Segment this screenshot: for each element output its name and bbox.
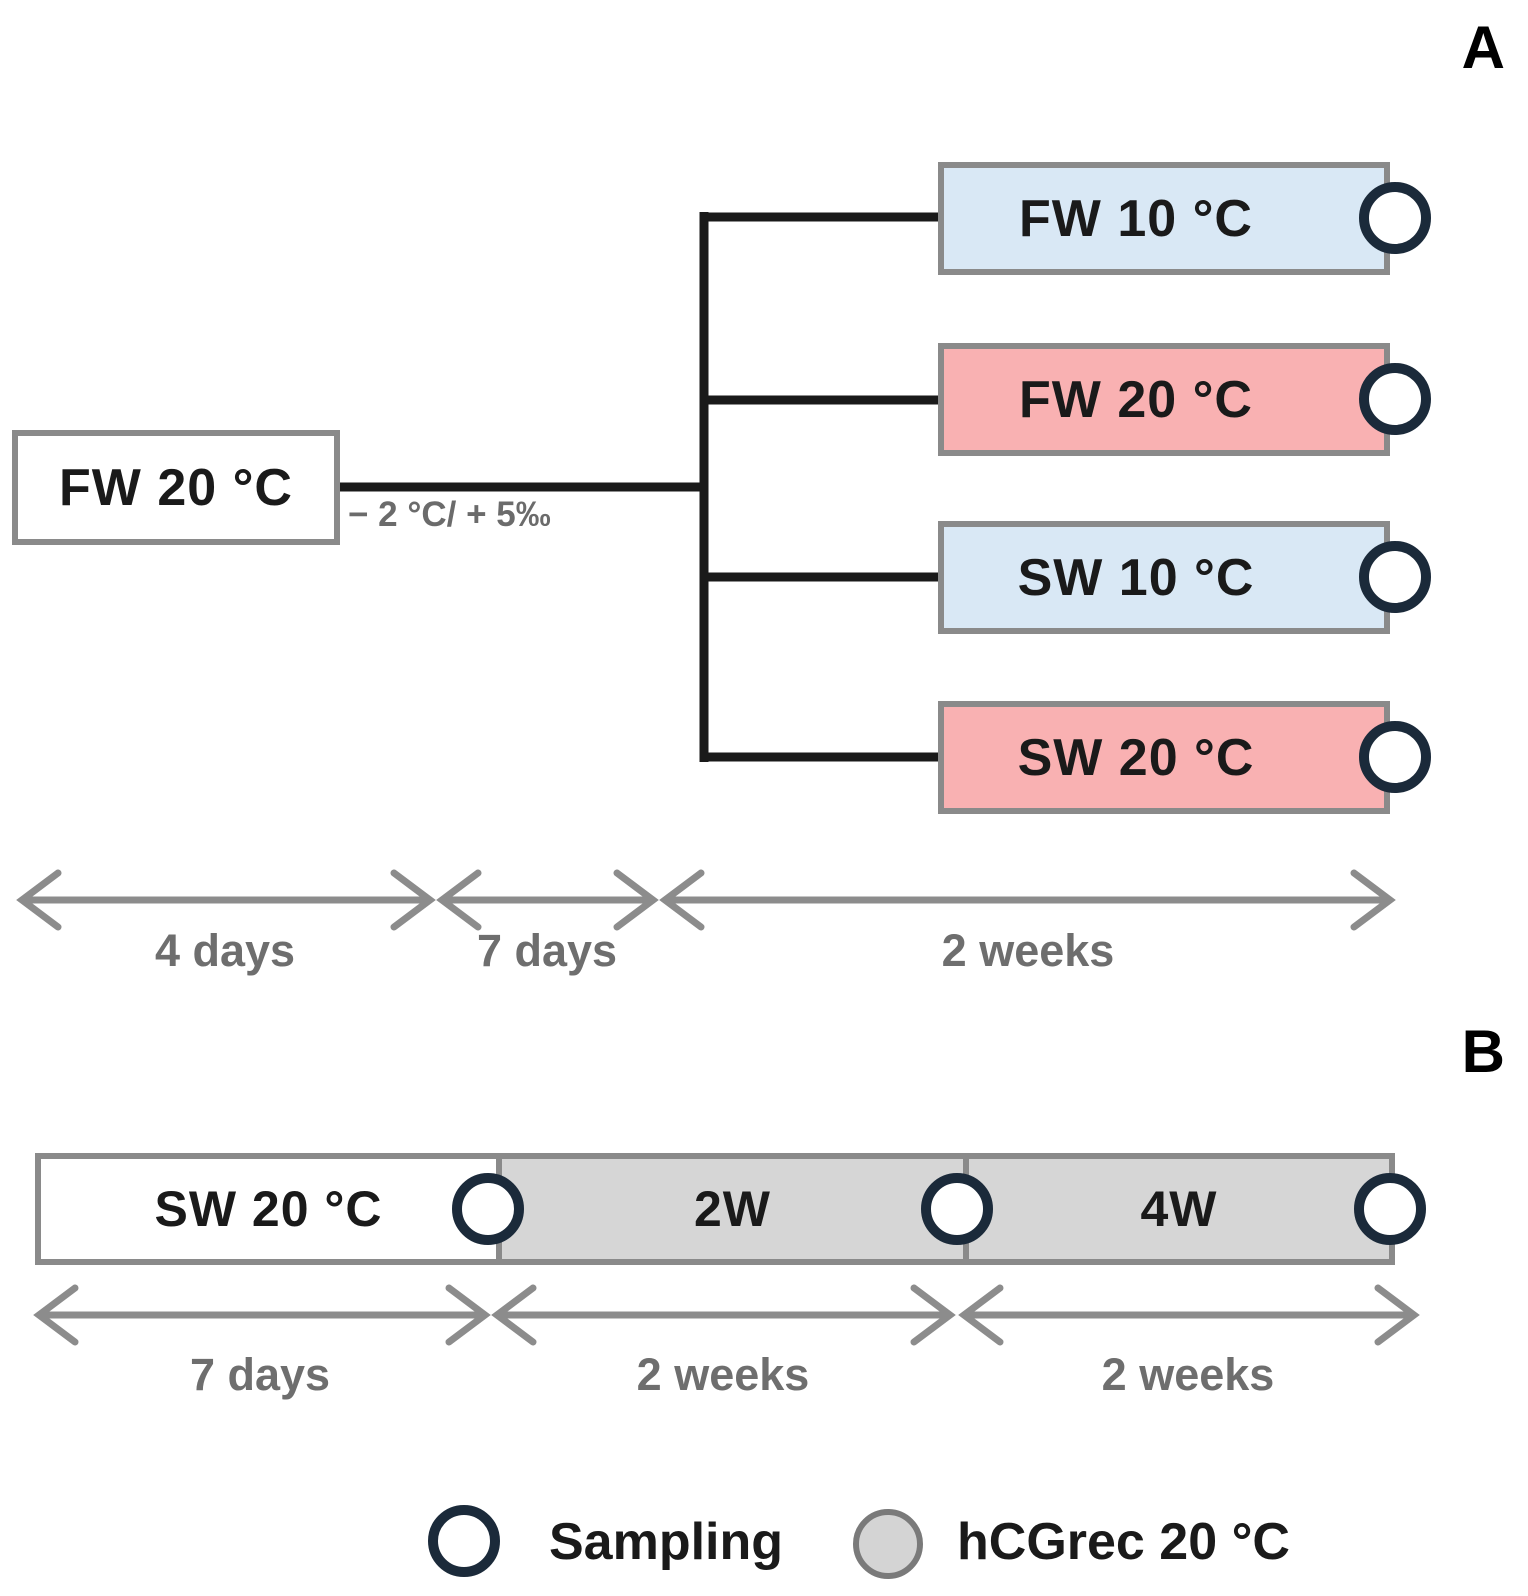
treatment-box-sw20: SW 20 °C <box>938 701 1390 814</box>
sampling-circle-icon <box>1359 363 1431 435</box>
treatment-box-sw10: SW 10 °C <box>938 521 1390 634</box>
timeline-label-2-weeks-b2: 2 weeks <box>1101 1349 1275 1400</box>
treatment-box-label: FW 10 °C <box>1019 189 1253 248</box>
hcgrec-legend-circle-icon <box>853 1509 923 1579</box>
arrowhead-icon <box>613 869 659 931</box>
treatment-box-fw10: FW 10 °C <box>938 162 1390 275</box>
sampling-legend-circle-icon <box>428 1505 500 1577</box>
arrowhead-icon <box>33 1284 79 1346</box>
sampling-circle-icon <box>452 1173 524 1245</box>
arrowhead-icon <box>1350 869 1396 931</box>
timeline-label-2-weeks-b1: 2 weeks <box>636 1349 810 1400</box>
legend: Sampling hCGrec 20 °C <box>0 1498 1528 1588</box>
legend-hcgrec-label: hCGrec 20 °C <box>957 1513 1290 1571</box>
bar-segment-label: 2W <box>694 1181 771 1237</box>
timeline-label-2-weeks: 2 weeks <box>941 925 1115 976</box>
bar-segment-4w: 4W <box>963 1159 1389 1259</box>
bar-segment-sw20: SW 20 °C <box>41 1159 496 1259</box>
treatment-box-fw20: FW 20 °C <box>938 343 1390 456</box>
branch-tree-lines <box>340 212 940 762</box>
panel-b-label: B <box>1461 1018 1505 1085</box>
timeline-label-7-days-b: 7 days <box>189 1349 331 1400</box>
arrowhead-icon <box>445 1284 491 1346</box>
legend-sampling-label: Sampling <box>549 1513 784 1571</box>
arrowhead-icon <box>491 1284 537 1346</box>
sampling-circle-icon <box>1359 182 1431 254</box>
sampling-circle-icon <box>921 1173 993 1245</box>
transition-label: − 2 °C/ + 5‰ <box>348 495 551 534</box>
start-box-label: FW 20 °C <box>59 458 293 517</box>
arrowhead-icon <box>390 869 436 931</box>
panel-a-timeline-arrows <box>16 869 1396 931</box>
arrowhead-icon <box>659 869 705 931</box>
sampling-circle-icon <box>1359 541 1431 613</box>
treatment-box-label: FW 20 °C <box>1019 370 1253 429</box>
bar-segment-label: SW 20 °C <box>154 1181 383 1237</box>
arrowhead-icon <box>16 869 62 931</box>
bar-segment-2w: 2W <box>496 1159 963 1259</box>
arrowhead-icon <box>1374 1284 1420 1346</box>
panel-a-label: A <box>1461 14 1505 81</box>
timeline-label-4-days: 4 days <box>154 925 296 976</box>
panel-b-timeline-arrows <box>33 1284 1420 1346</box>
timeline-label-7-days: 7 days <box>476 925 618 976</box>
sampling-circle-icon <box>1354 1173 1426 1245</box>
treatment-box-label: SW 20 °C <box>1017 728 1255 787</box>
panel-b-treatment-bar: SW 20 °C 2W 4W <box>35 1153 1395 1265</box>
arrowhead-icon <box>436 869 482 931</box>
bar-segment-label: 4W <box>1140 1181 1218 1237</box>
arrowhead-icon <box>910 1284 956 1346</box>
start-box-fw20: FW 20 °C <box>12 430 340 545</box>
arrowhead-icon <box>958 1284 1004 1346</box>
treatment-box-label: SW 10 °C <box>1017 548 1255 607</box>
sampling-circle-icon <box>1359 721 1431 793</box>
